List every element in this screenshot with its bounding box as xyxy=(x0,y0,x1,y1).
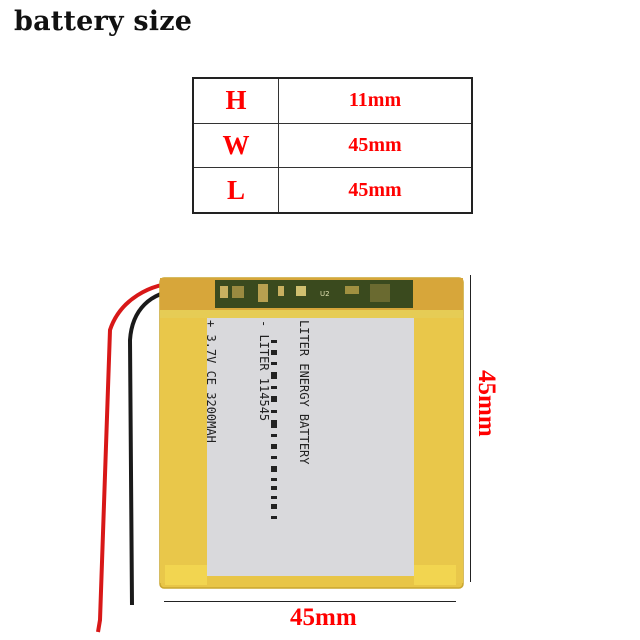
horizontal-dimension-line xyxy=(164,601,456,602)
battery-label-text: LITER ENERGY BATTERY - LITER 114545 + 3.… xyxy=(191,320,336,465)
vertical-dimension-label: 45mm xyxy=(473,370,500,437)
table-row: L 45mm xyxy=(192,167,473,214)
dimension-value: 11mm xyxy=(278,77,473,124)
label-line: + 3.7V CE 3200MAH xyxy=(204,320,218,443)
dimension-key: H xyxy=(192,77,279,124)
battery-label xyxy=(207,318,414,576)
label-line: - LITER 114545 xyxy=(257,320,271,422)
dimension-key: W xyxy=(192,122,279,169)
vertical-dimension-line xyxy=(470,275,471,582)
horizontal-dimension-label: 45mm xyxy=(290,604,357,631)
page-title: battery size xyxy=(14,6,193,37)
spec-table: H 11mm W 45mm L 45mm xyxy=(192,77,473,214)
label-line: LITER ENERGY BATTERY xyxy=(297,320,311,465)
table-row: H 11mm xyxy=(192,77,473,124)
svg-text:U2: U2 xyxy=(320,290,330,298)
dimension-value: 45mm xyxy=(278,167,473,214)
